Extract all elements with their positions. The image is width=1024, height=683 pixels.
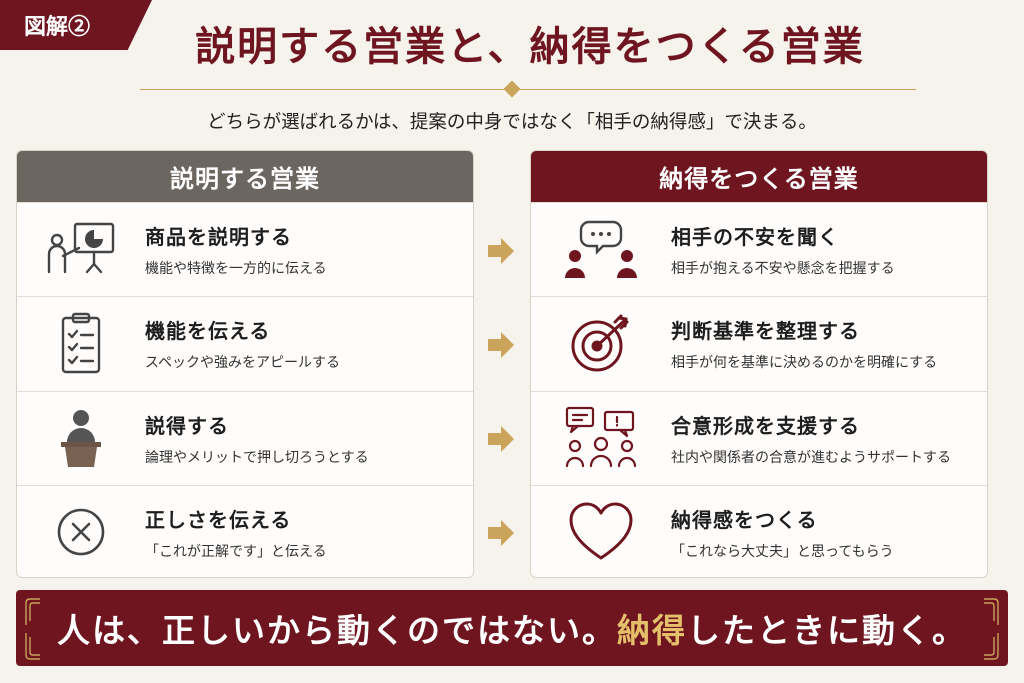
item-description: 機能や特徴を一方的に伝える [145,261,327,278]
list-item: 納得感をつくる 「これなら大丈夫」と思ってもらう [531,484,987,577]
page-subtitle: どちらが選ばれるかは、提案の中身ではなく「相手の納得感」で決まる。 [207,112,817,133]
presentation-icon [17,203,145,297]
list-item: 相手の不安を聞く 相手が抱える不安や懸念を把握する [531,202,987,296]
list-item: 判断基準を整理する 相手が何を基準に決めるのかを明確にする [531,296,987,390]
conclusion-text-part1: 人は、正しいから動くのではない。 [57,611,617,650]
convincing-sales-panel: 納得をつくる営業 相手の不安を聞く 相手が抱える不安や懸念を把握する [530,150,988,578]
item-title: 納得感をつくる [671,507,818,532]
item-title: 判断基準を整理する [671,319,860,344]
group-discussion-icon [531,391,671,485]
item-description: 論理やメリットで押し切ろうとする [145,449,369,466]
figure-badge: 図解② [0,0,152,50]
item-title: 相手の不安を聞く [671,225,839,250]
list-item: 合意形成を支援する 社内や関係者の合意が進むようサポートする [531,390,987,485]
item-title: 機能を伝える [145,319,271,344]
arrow-right-icon [486,236,516,266]
convincing-sales-header: 納得をつくる営業 [531,151,987,202]
item-description: 社内や関係者の合意が進むようサポートする [671,449,951,466]
conversation-icon [531,203,671,297]
list-item: 商品を説明する 機能や特徴を一方的に伝える [17,202,473,296]
item-title: 商品を説明する [145,225,292,250]
arrow-right-icon [486,330,516,360]
arrow-right-icon [486,518,516,548]
divider-diamond-icon [503,80,521,98]
item-title: 合意形成を支援する [671,413,860,438]
ornament-icon [24,596,42,626]
heart-icon [531,485,671,577]
list-item: 機能を伝える スペックや強みをアピールする [17,296,473,390]
ornament-icon [24,630,42,660]
ornament-icon [982,630,1000,660]
explaining-sales-header: 説明する営業 [17,151,473,202]
item-title: 正しさを伝える [145,507,292,532]
item-title: 説得する [145,413,229,438]
podium-speaker-icon [17,391,145,485]
cross-circle-icon [17,485,145,577]
checklist-icon [17,297,145,391]
item-description: 「これが正解です」と伝える [145,543,327,560]
conclusion-text-part2: したときに動く。 [687,611,967,650]
ornament-icon [982,596,1000,626]
target-icon [531,297,671,391]
item-description: 「これなら大丈夫」と思ってもらう [671,543,894,560]
item-description: スペックや強みをアピールする [145,355,341,372]
list-item: 説得する 論理やメリットで押し切ろうとする [17,390,473,485]
arrow-right-icon [486,424,516,454]
conclusion-highlight: 納得 [617,611,687,650]
conclusion-banner: 人は、正しいから動くのではない。納得したときに動く。 [16,590,1008,666]
title-divider [140,89,916,90]
list-item: 正しさを伝える 「これが正解です」と伝える [17,484,473,577]
item-description: 相手が抱える不安や懸念を把握する [671,261,895,278]
item-description: 相手が何を基準に決めるのかを明確にする [671,355,938,372]
page-title: 説明する営業と、納得をつくる営業 [195,23,865,70]
explaining-sales-panel: 説明する営業 商品を説明する 機能や特徴を一方的に伝える [16,150,474,578]
